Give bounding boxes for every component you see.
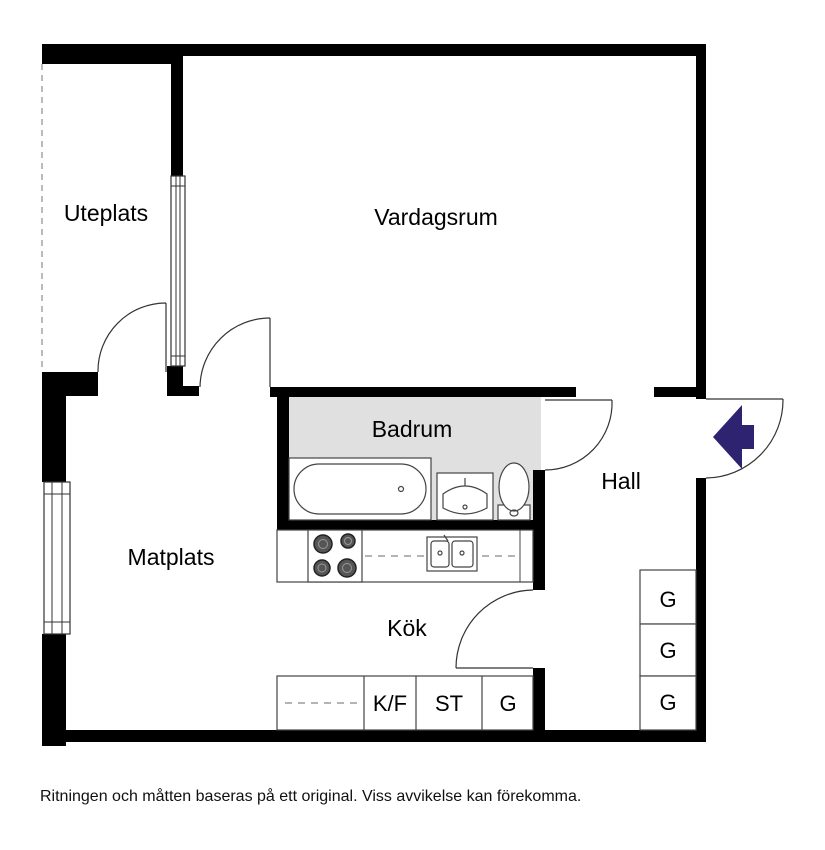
room-label-uteplats: Uteplats	[64, 200, 148, 226]
patio-divider-upper	[171, 56, 183, 176]
living-wall-bottom	[270, 387, 576, 397]
room-label-hall: Hall	[601, 468, 641, 494]
bathtub	[288, 457, 432, 521]
toilet	[497, 462, 531, 521]
patio-wall-top	[42, 56, 182, 64]
kitchen-sink-icon	[426, 534, 478, 572]
appliance-label-kf: K/F	[373, 691, 407, 716]
bathroom-wall-bottom	[277, 520, 545, 530]
appliance-label-g-kitchen: G	[499, 691, 516, 716]
closet-label-g-2: G	[659, 638, 676, 663]
living-wall-bottom-right	[654, 387, 706, 397]
disclaimer-text: Ritningen och måtten baseras på ett orig…	[40, 788, 582, 805]
room-label-matplats: Matplats	[128, 544, 215, 570]
door-entrance	[705, 398, 784, 479]
kitchen-wall-right	[533, 668, 545, 742]
door-bathroom	[544, 399, 613, 471]
closet-label-g-1: G	[659, 587, 676, 612]
room-label-badrum: Badrum	[372, 416, 453, 442]
outer-wall-right-upper	[696, 44, 706, 399]
outer-wall-top	[42, 44, 706, 56]
room-label-kok: Kök	[387, 615, 427, 641]
closet-label-g-3: G	[659, 690, 676, 715]
room-label-vardagsrum: Vardagsrum	[374, 204, 498, 230]
walls	[42, 44, 706, 746]
doors	[97, 302, 784, 669]
kitchen-counter-bottom	[276, 675, 534, 731]
entrance-arrow-icon	[713, 405, 754, 469]
door-kitchen	[455, 589, 534, 669]
outer-wall-left-bottom	[42, 634, 66, 746]
stove-icon	[307, 529, 363, 583]
bathroom-wall-left	[277, 387, 289, 527]
appliance-label-st: ST	[435, 691, 463, 716]
hall-closets	[639, 569, 697, 731]
outer-wall-right-lower	[696, 478, 706, 742]
window-patio	[170, 175, 186, 367]
bathroom-wall-right	[533, 470, 545, 590]
patio-wall-bottom-right	[167, 386, 199, 396]
sink	[436, 472, 494, 521]
door-patio	[97, 302, 167, 373]
window-dining	[43, 481, 71, 635]
door-living-room	[199, 317, 271, 388]
patio-wall-bottom-left	[42, 372, 98, 396]
outer-wall-bottom	[42, 730, 706, 742]
